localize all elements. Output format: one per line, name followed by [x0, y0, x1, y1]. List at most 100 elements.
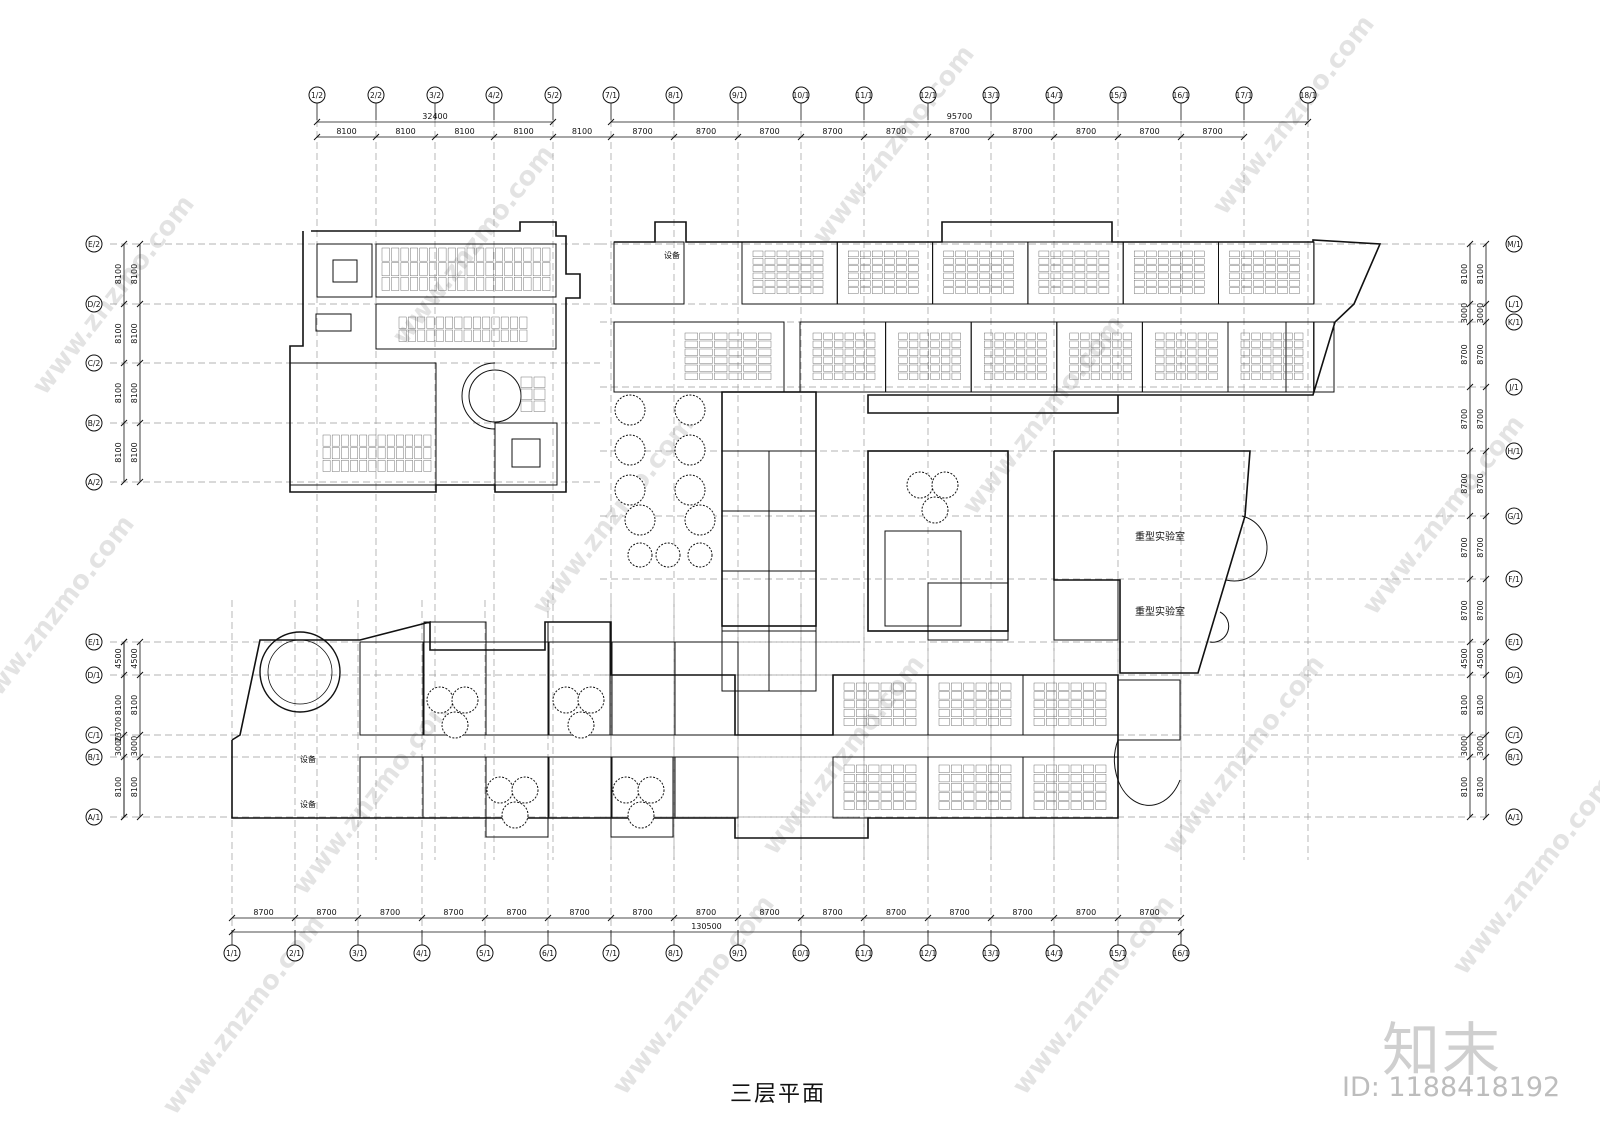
tree	[612, 776, 640, 804]
seat	[1240, 332, 1250, 340]
seat	[856, 764, 867, 773]
seat	[1176, 348, 1186, 356]
seat	[1157, 258, 1169, 265]
seat	[951, 792, 962, 801]
seat	[1262, 332, 1272, 340]
classroom-seating	[848, 250, 919, 294]
seat	[860, 287, 871, 294]
seat	[1197, 356, 1207, 364]
tree	[614, 474, 646, 506]
seat	[1098, 265, 1110, 272]
seat	[381, 277, 390, 291]
small-room	[768, 630, 817, 692]
seat	[1000, 709, 1012, 717]
seat	[1090, 356, 1100, 364]
left-lower-chain-value: 8100	[130, 695, 139, 715]
seat	[764, 250, 776, 258]
seat	[919, 356, 929, 364]
seat	[500, 316, 509, 329]
dim-tick	[1466, 447, 1474, 455]
toilet	[1285, 321, 1335, 393]
seat	[1026, 356, 1036, 364]
dim-tick	[136, 731, 144, 739]
seat	[1193, 287, 1205, 294]
axis-bubble-bottom-label: 12/1	[920, 949, 937, 958]
seat	[1000, 774, 1012, 783]
seat	[1122, 348, 1132, 356]
seat	[905, 700, 917, 709]
seat	[1090, 372, 1100, 380]
dim-tick	[1466, 512, 1474, 520]
seat	[1101, 348, 1111, 356]
seat	[532, 277, 541, 291]
dim-tick	[860, 914, 868, 922]
watermark-text: www.znzmo.com	[957, 310, 1131, 521]
watermark-text: www.znzmo.com	[287, 690, 461, 901]
seat	[1069, 340, 1079, 348]
axis-bubble-bottom-label: 1/1	[226, 949, 238, 958]
seat	[1095, 709, 1107, 717]
seat	[938, 691, 950, 700]
seat	[1046, 709, 1057, 717]
seat	[812, 272, 824, 280]
seat	[1277, 258, 1288, 265]
seat	[1069, 372, 1079, 380]
lecture-hall	[375, 243, 557, 298]
seat	[423, 434, 432, 447]
seat	[909, 340, 919, 348]
seat	[504, 277, 513, 291]
top-dim-chain-value: 8700	[696, 127, 716, 136]
seat	[1000, 801, 1012, 810]
seat	[1038, 258, 1050, 265]
seat	[979, 250, 990, 258]
left-upper-chain-outer-value: 8100	[114, 383, 123, 403]
seat	[823, 372, 833, 380]
seat	[788, 250, 800, 258]
classroom	[422, 756, 487, 819]
classroom	[1218, 241, 1315, 305]
axis-bubble-top-label: 4/2	[488, 91, 500, 100]
watermark-text: www.znzmo.com	[27, 190, 201, 401]
seat	[1000, 700, 1012, 709]
seat	[728, 332, 742, 340]
seat	[1176, 332, 1186, 340]
axis-bubble-top-label: 7/1	[605, 91, 617, 100]
axis-bubble-right	[1505, 507, 1523, 525]
seat	[893, 783, 904, 792]
seat	[1208, 340, 1218, 348]
seat	[350, 460, 358, 472]
seat	[909, 372, 919, 380]
seat	[843, 682, 855, 691]
seat	[1033, 764, 1045, 773]
seat	[963, 682, 975, 691]
classroom	[485, 641, 550, 736]
seat	[868, 774, 880, 783]
seat	[843, 792, 855, 801]
bottom-dim-chain-value: 8700	[380, 908, 400, 917]
seat	[896, 265, 907, 272]
axis-bubble-bottom-label: 8/1	[668, 949, 680, 958]
top-dim-chain-value: 8700	[886, 127, 906, 136]
seat	[1145, 280, 1157, 287]
seat	[872, 280, 883, 287]
seat	[860, 250, 871, 258]
building-walls	[231, 221, 1382, 839]
axis-bubble-right-label: E/1	[1508, 638, 1520, 647]
right-dim-chain-outer-value: 3000	[1476, 303, 1485, 323]
seat	[800, 258, 812, 265]
axis-grid-lines	[110, 120, 1490, 940]
classroom	[927, 674, 1024, 736]
seat	[728, 372, 742, 380]
classroom	[674, 641, 739, 736]
seat	[1098, 258, 1110, 265]
axis-bubble-right-label: L/1	[1508, 300, 1520, 309]
seat	[812, 265, 824, 272]
seat	[884, 250, 895, 258]
seat	[938, 700, 950, 709]
seat	[1026, 372, 1036, 380]
seat	[905, 682, 917, 691]
seat	[1155, 364, 1165, 372]
axis-bubble-bottom-label: 13/1	[983, 949, 1000, 958]
tree	[637, 776, 665, 804]
seat	[391, 262, 400, 277]
